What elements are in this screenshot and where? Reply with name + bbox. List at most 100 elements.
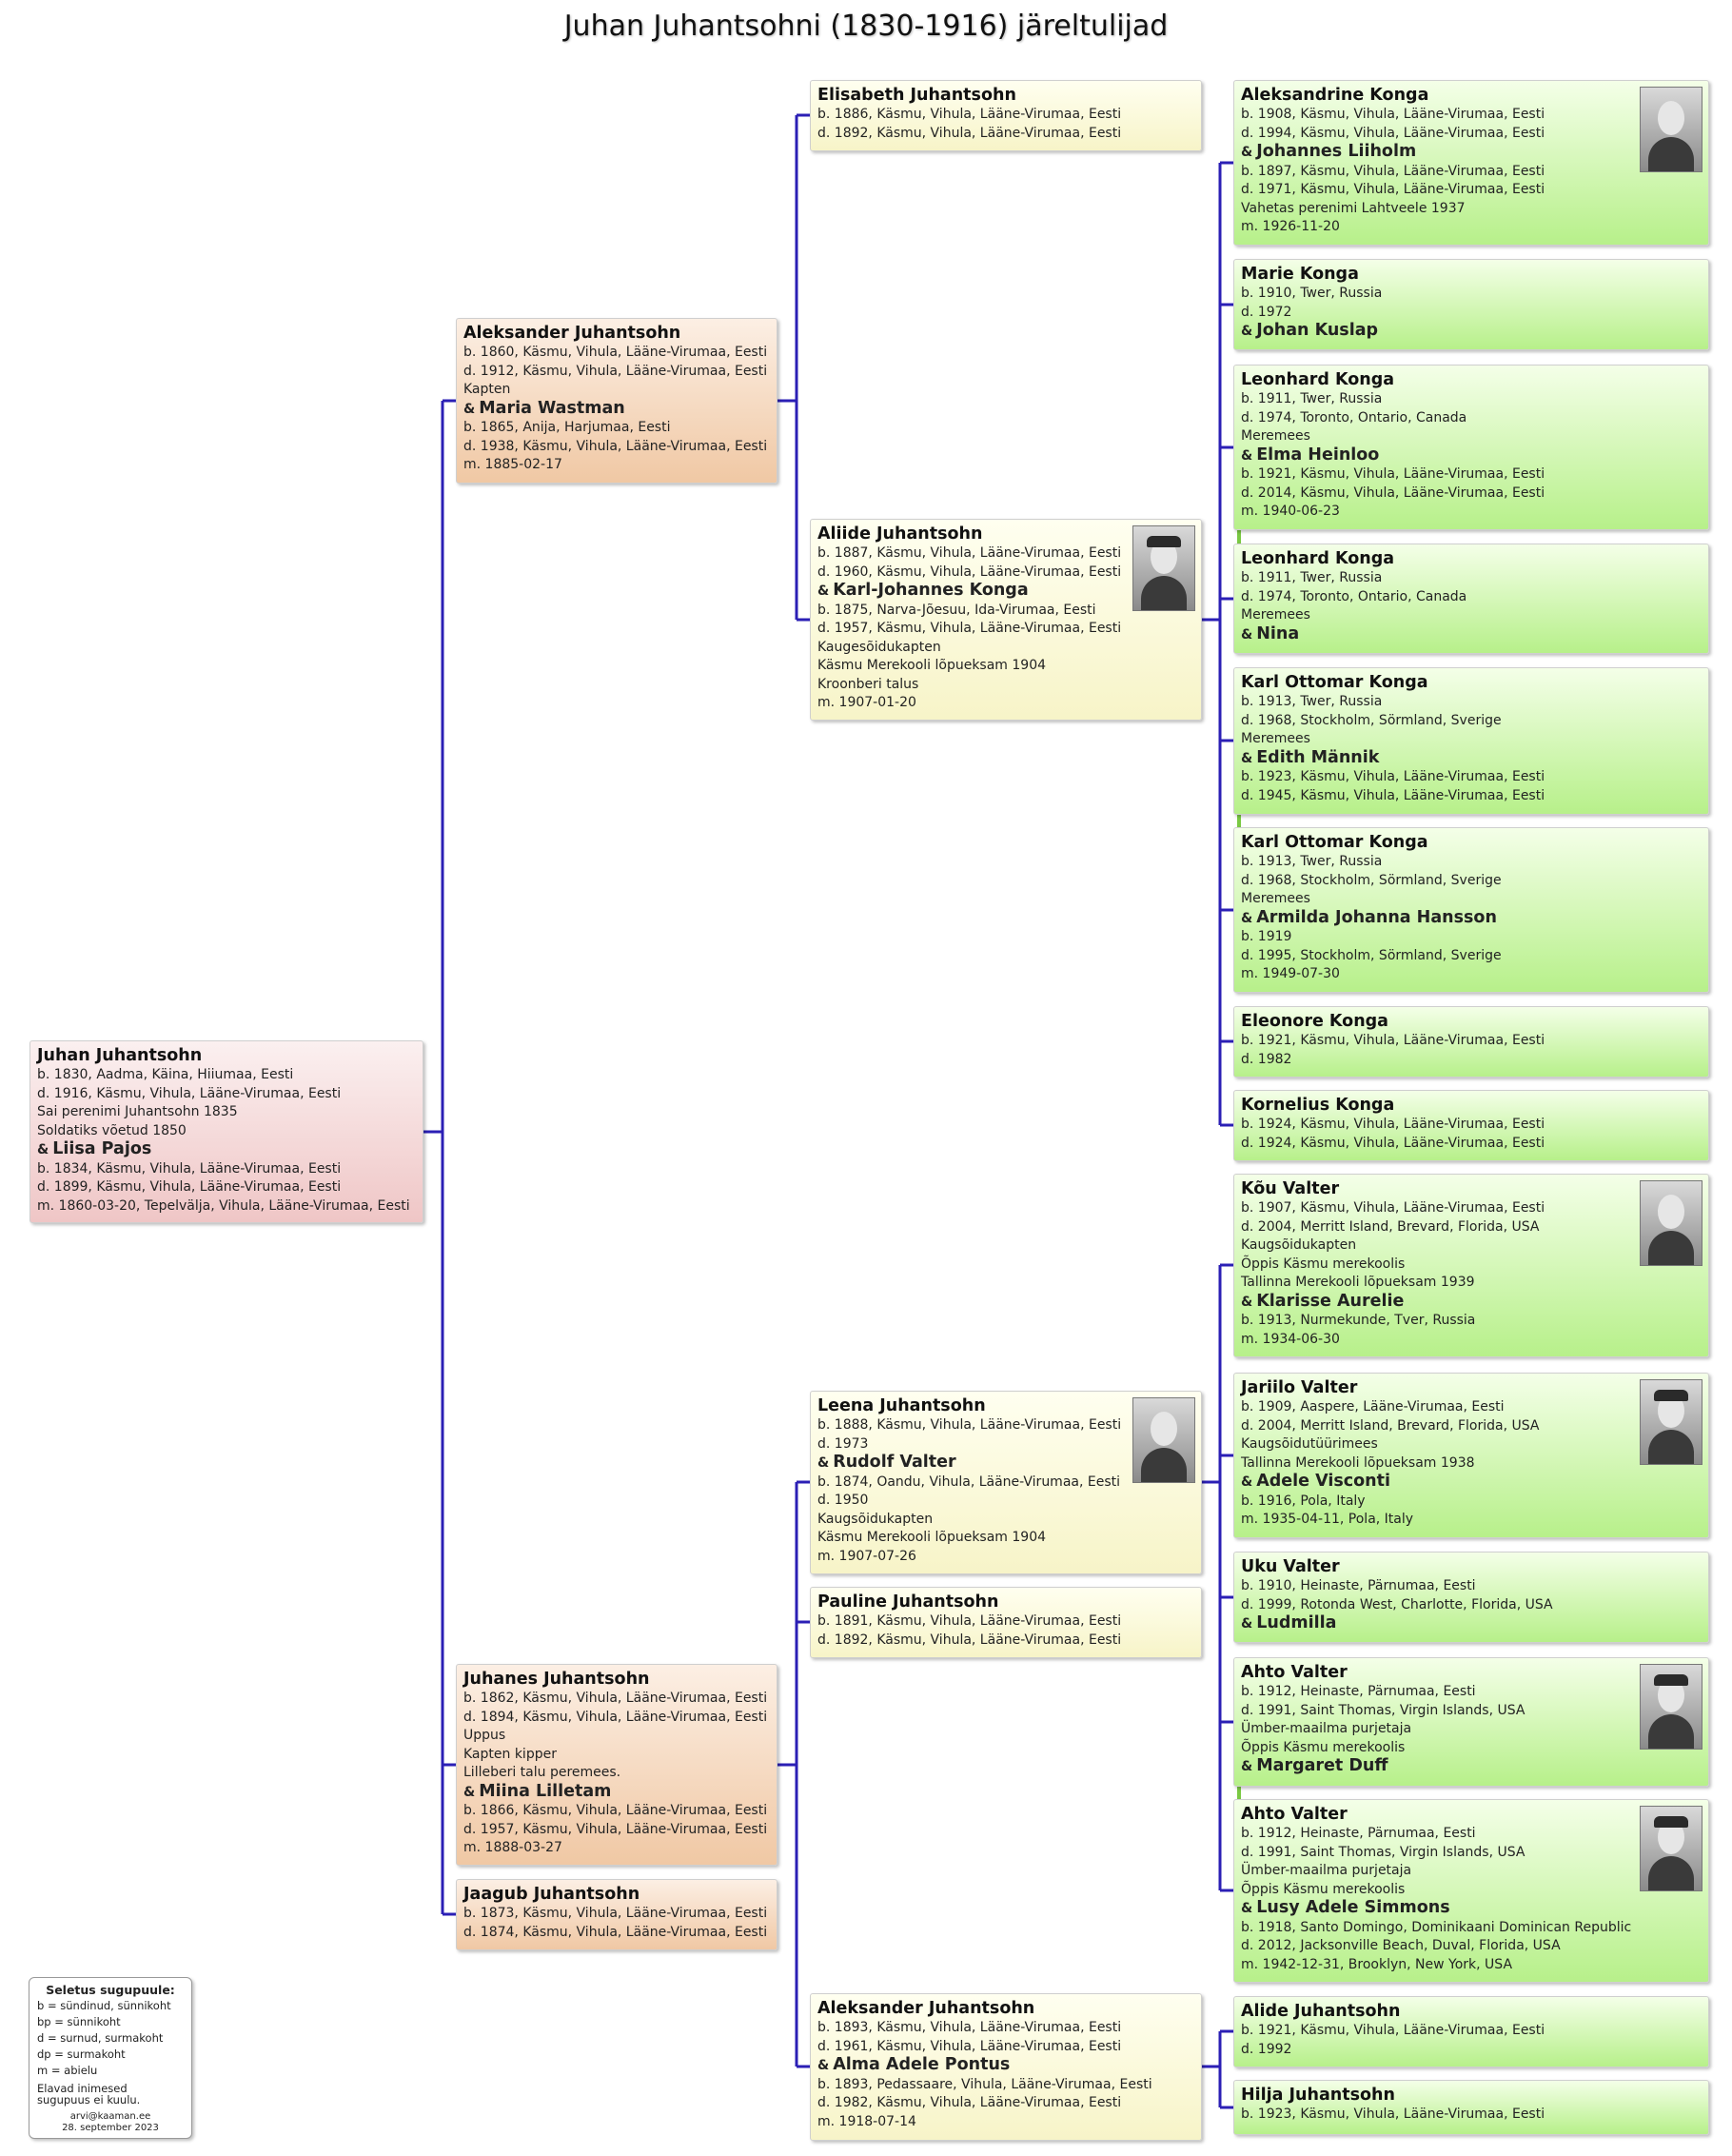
ampersand-icon: & xyxy=(1241,1616,1253,1632)
spouse-detail: b. 1874, Oandu, Vihula, Lääne-Virumaa, E… xyxy=(817,1474,1121,1490)
person-detail: Meremees xyxy=(1241,891,1310,906)
person-detail: d. 1892, Käsmu, Vihula, Lääne-Virumaa, E… xyxy=(817,1632,1122,1648)
person-detail: d. 2004, Merritt Island, Brevard, Florid… xyxy=(1241,1417,1540,1434)
portrait-cap-photo-icon xyxy=(1640,1664,1702,1750)
spouse-detail: d. 1938, Käsmu, Vihula, Lääne-Virumaa, E… xyxy=(463,438,768,454)
person-detail: b. 1891, Käsmu, Vihula, Lääne-Virumaa, E… xyxy=(817,1613,1122,1629)
legend-note: Elavad inimesed sugupuus ei kuulu. xyxy=(37,2082,141,2107)
person-detail: d. 1999, Rotonda West, Charlotte, Florid… xyxy=(1241,1596,1553,1612)
spouse-detail: d. 1899, Käsmu, Vihula, Lääne-Virumaa, E… xyxy=(37,1179,342,1195)
ampersand-icon: & xyxy=(817,2058,830,2073)
person-detail: b. 1887, Käsmu, Vihula, Lääne-Virumaa, E… xyxy=(817,545,1122,561)
person-name: Eleonore Konga xyxy=(1241,1012,1388,1031)
spouse-detail: d. 1957, Käsmu, Vihula, Lääne-Virumaa, E… xyxy=(817,621,1122,636)
spouse-name: Miina Lilletam xyxy=(479,1781,612,1801)
person-detail: Meremees xyxy=(1241,428,1310,444)
spouse-detail: m. 1940-06-23 xyxy=(1241,504,1340,519)
person-detail: d. 1991, Saint Thomas, Virgin Islands, U… xyxy=(1241,1702,1525,1718)
spouse-name: Rudolf Valter xyxy=(833,1453,956,1472)
person-name: Jariilo Valter xyxy=(1241,1378,1358,1397)
ampersand-icon: & xyxy=(463,1784,476,1800)
person-name: Aliide Juhantsohn xyxy=(817,524,983,544)
spouse-detail: m. 1907-01-20 xyxy=(817,695,916,710)
person-detail: b. 1860, Käsmu, Vihula, Lääne-Virumaa, E… xyxy=(463,345,768,360)
spouse-name: Liisa Pajos xyxy=(52,1139,152,1158)
person-detail: b. 1873, Käsmu, Vihula, Lääne-Virumaa, E… xyxy=(463,1906,768,1921)
spouse-row: &Margaret Duff xyxy=(1241,1756,1702,1777)
ampersand-icon: & xyxy=(1241,447,1253,464)
spouse-name: Maria Wastman xyxy=(479,398,625,418)
spouse-detail: d. 2012, Jacksonville Beach, Duval, Flor… xyxy=(1241,1938,1561,1953)
ampersand-icon: & xyxy=(1241,910,1253,926)
person-detail: b. 1911, Twer, Russia xyxy=(1241,570,1383,585)
spouse-name: Lusy Adele Simmons xyxy=(1256,1898,1450,1917)
person-detail: d. 1894, Käsmu, Vihula, Lääne-Virumaa, E… xyxy=(463,1709,768,1725)
person-detail: Õppis Käsmu merekoolis xyxy=(1241,1739,1406,1755)
spouse-row: &Edith Männik xyxy=(1241,748,1702,769)
person-name: Leonhard Konga xyxy=(1241,549,1395,568)
person-detail: Kapten kipper xyxy=(463,1746,557,1762)
spouse-detail: m. 1935-04-11, Pola, Italy xyxy=(1241,1512,1414,1527)
ampersand-icon: & xyxy=(1241,750,1253,766)
legend-row: dp = surmakoht xyxy=(37,2047,126,2061)
spouse-detail: b. 1923, Käsmu, Vihula, Lääne-Virumaa, E… xyxy=(1241,769,1545,784)
person-detail: Uppus xyxy=(463,1728,506,1743)
spouse-detail: d. 2014, Käsmu, Vihula, Lääne-Virumaa, E… xyxy=(1241,485,1545,501)
person-name: Juhan Juhantsohn xyxy=(37,1046,203,1065)
person-detail: Tallinna Merekooli lõpueksam 1938 xyxy=(1241,1454,1475,1471)
spouse-detail: b. 1897, Käsmu, Vihula, Lääne-Virumaa, E… xyxy=(1241,163,1545,179)
ampersand-icon: & xyxy=(1241,1759,1253,1774)
spouse-row: &Maria Wastman xyxy=(463,398,770,420)
spouse-detail: b. 1918, Santo Domingo, Dominikaani Domi… xyxy=(1241,1919,1632,1935)
person-name: Hilja Juhantsohn xyxy=(1241,2086,1395,2105)
spouse-name: Karl-Johannes Konga xyxy=(833,581,1029,600)
person-detail: d. 1924, Käsmu, Vihula, Lääne-Virumaa, E… xyxy=(1241,1135,1545,1151)
person-detail: b. 1913, Twer, Russia xyxy=(1241,854,1383,869)
legend-row: bp = sünnikoht xyxy=(37,2015,121,2028)
person-detail: Meremees xyxy=(1241,731,1310,746)
spouse-detail: d. 1950 xyxy=(817,1493,869,1508)
page-title: Juhan Juhantsohni (1830-1916) järeltulij… xyxy=(563,10,1169,43)
spouse-detail: m. 1918-07-14 xyxy=(817,2113,916,2129)
person-detail: Soldatiks võetud 1850 xyxy=(37,1122,187,1138)
legend-row: d = surnud, surmakoht xyxy=(37,2031,164,2045)
ampersand-icon: & xyxy=(1241,145,1253,160)
person-detail: Õppis Käsmu merekoolis xyxy=(1241,1881,1406,1897)
person-name: Uku Valter xyxy=(1241,1557,1340,1576)
person-name: Jaagub Juhantsohn xyxy=(463,1885,640,1904)
person-card-jaagub-juhantsohn[interactable]: Jaagub Juhantsohn b. 1873, Käsmu, Vihula,… xyxy=(456,1879,777,1950)
spouse-name: Johan Kuslap xyxy=(1256,321,1379,340)
portrait-woman-photo-icon xyxy=(1640,87,1702,172)
spouse-detail: m. 1907-07-26 xyxy=(817,1548,916,1564)
person-name: Ahto Valter xyxy=(1241,1805,1348,1824)
spouse-row: &Johan Kuslap xyxy=(1241,321,1702,342)
spouse-row: &Miina Lilletam xyxy=(463,1781,770,1803)
spouse-row: &Adele Visconti xyxy=(1241,1472,1702,1493)
spouse-row: &Armilda Johanna Hansson xyxy=(1241,908,1702,929)
person-detail: b. 1886, Käsmu, Vihula, Lääne-Virumaa, E… xyxy=(817,107,1122,122)
ampersand-icon: & xyxy=(1241,626,1253,643)
